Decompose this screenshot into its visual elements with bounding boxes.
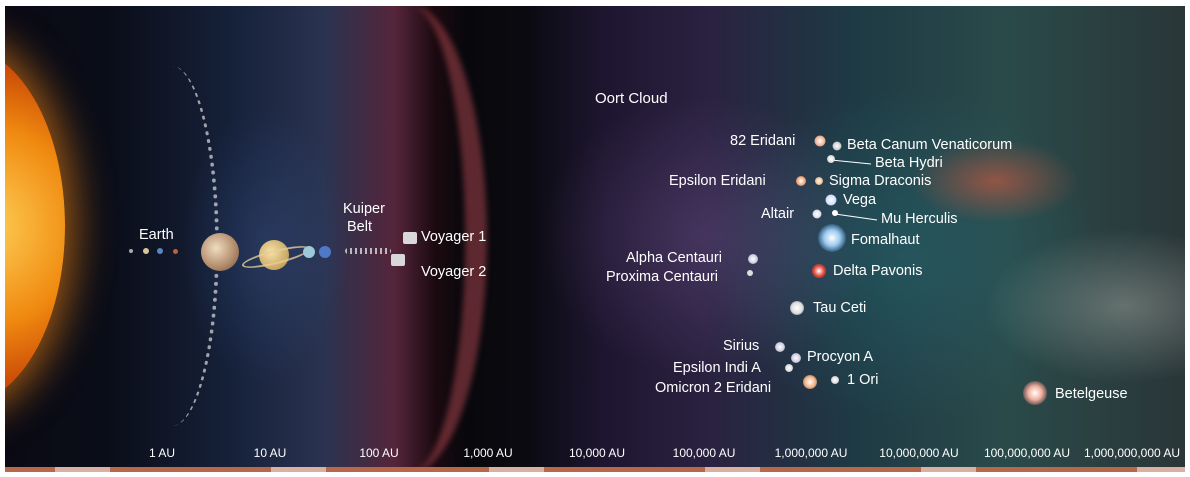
planet-jupiter	[201, 233, 239, 271]
scale-bar	[5, 467, 1185, 472]
star-label-procyon-a: Procyon A	[807, 349, 874, 365]
star-label-82-eridani: 82 Eridani	[730, 133, 796, 149]
star-label-epsilon-indi-a: Epsilon Indi A	[673, 360, 761, 376]
planet-uranus	[303, 246, 315, 258]
axis-tick-1000000000-au: 1,000,000,000 AU	[1083, 446, 1181, 460]
star-label-1-ori: 1 Ori	[847, 372, 879, 388]
axis-tick-1000-au: 1,000 AU	[463, 446, 513, 460]
leader-lines	[830, 159, 878, 221]
star-omicron-2-eridani	[803, 375, 817, 389]
oort-cloud-label: Oort Cloud	[595, 90, 668, 107]
axis-tick-1-au: 1 AU	[148, 446, 176, 460]
star-label-delta-pavonis: Delta Pavonis	[833, 263, 923, 279]
axis-tick-10-au: 10 AU	[253, 446, 287, 460]
planet-venus	[143, 248, 149, 254]
scale-bar-segment	[921, 467, 976, 472]
star-label-proxima-centauri: Proxima Centauri	[606, 269, 719, 285]
earth-label: Earth	[139, 227, 174, 243]
star-sigma-draconis	[815, 177, 823, 185]
star-fomalhaut	[818, 224, 846, 252]
star-procyon-a	[791, 353, 801, 363]
star-label-epsilon-eridani: Epsilon Eridani	[669, 173, 766, 189]
axis-tick-10000-au: 10,000 AU	[568, 446, 626, 460]
star-epsilon-eridani	[796, 176, 806, 186]
axis-tick-1000000-au: 1,000,000 AU	[774, 446, 848, 460]
star-label-altair: Altair	[761, 206, 795, 222]
kuiper-belt-objects	[345, 248, 391, 254]
star-betelgeuse	[1023, 381, 1047, 405]
star-label-vega: Vega	[843, 192, 877, 208]
star-vega	[825, 194, 837, 206]
star-beta-hydri	[827, 155, 835, 163]
star-label-fomalhaut: Fomalhaut	[851, 232, 920, 248]
star-altair	[812, 209, 822, 219]
voyager-2-label: Voyager 2	[421, 264, 487, 280]
planet-mars	[173, 249, 178, 254]
voyager-1-probe	[403, 232, 417, 244]
star-label-mu-herculis: Mu Herculis	[881, 211, 958, 227]
star-1-ori	[831, 376, 839, 384]
star-label-alpha-centauri: Alpha Centauri	[626, 250, 722, 266]
planet-earth	[157, 248, 163, 254]
axis-tick-100000000-au: 100,000,000 AU	[983, 446, 1071, 460]
star-label-sirius: Sirius	[723, 338, 760, 354]
solar-system-scale-diagram: Earth Kuiper Belt Voyager 1 Voyager 2 Oo…	[5, 6, 1185, 472]
star-tau-ceti	[790, 301, 804, 315]
star-label-beta-hydri: Beta Hydri	[875, 155, 943, 171]
star-delta-pavonis	[812, 264, 826, 278]
kuiper-belt-label-line2: Belt	[347, 219, 372, 235]
star-beta-canum-venaticorum	[832, 141, 842, 151]
star-label-tau-ceti: Tau Ceti	[813, 300, 867, 316]
axis-tick-100-au: 100 AU	[359, 446, 399, 460]
star-epsilon-indi-a	[785, 364, 793, 372]
scale-bar-segment	[271, 467, 326, 472]
planet-saturn	[259, 240, 289, 270]
scale-bar-segment	[1137, 467, 1185, 472]
scale-bar-segment	[489, 467, 544, 472]
scale-bar-segment	[55, 467, 110, 472]
star-label-omicron-2-eridani: Omicron 2 Eridani	[655, 380, 772, 396]
axis-tick-100000-au: 100,000 AU	[672, 446, 736, 460]
star-82-eridani	[814, 135, 826, 147]
planet-neptune	[319, 246, 331, 258]
kuiper-belt-label-line1: Kuiper	[343, 201, 385, 217]
voyager-2-probe	[391, 254, 405, 266]
planet-mercury	[129, 249, 133, 253]
star-label-betelgeuse: Betelgeuse	[1055, 386, 1128, 402]
star-proxima-centauri	[747, 270, 753, 276]
scale-bar-segment	[705, 467, 760, 472]
star-mu-herculis	[832, 210, 838, 216]
star-sirius	[775, 342, 785, 352]
voyager-1-label: Voyager 1	[421, 229, 487, 245]
star-label-beta-canum-venaticorum: Beta Canum Venaticorum	[847, 137, 1013, 153]
star-alpha-centauri	[748, 254, 758, 264]
axis-tick-10000000-au: 10,000,000 AU	[879, 446, 959, 460]
star-label-sigma-draconis: Sigma Draconis	[829, 173, 932, 189]
